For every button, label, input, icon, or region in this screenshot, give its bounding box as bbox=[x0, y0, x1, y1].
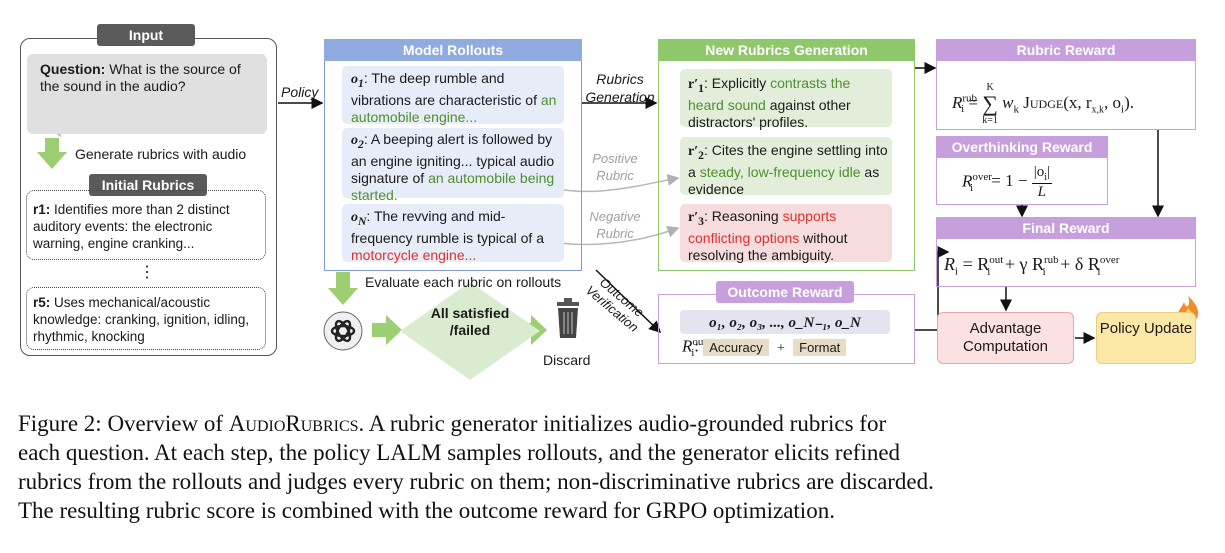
rubric-r5-text: r5: Uses mechanical/acoustic knowledge: … bbox=[33, 295, 250, 344]
outcome-formula: Rout.i: Accuracy + Format bbox=[682, 336, 847, 359]
new-rubrics-header: New Rubrics Generation bbox=[658, 39, 915, 61]
discard-label: Discard bbox=[543, 352, 591, 368]
format-tag: Format bbox=[793, 338, 847, 356]
trash-icon bbox=[557, 298, 579, 338]
negative-rubric-label: Negative Rubric bbox=[589, 209, 641, 241]
outcome-header: Outcome Reward bbox=[716, 281, 854, 303]
caption-line-3: rubrics from the rollouts and judges eve… bbox=[18, 469, 934, 494]
rubric-reward-formula: Rrubi = K ∑ k=1 wk Judge(x, rx,k, oi). bbox=[952, 82, 1135, 126]
accuracy-tag: Accuracy bbox=[703, 338, 769, 356]
caption-line-2: each question. At each step, the policy … bbox=[18, 440, 901, 465]
policy-update-box bbox=[1096, 312, 1196, 364]
outcome-verification-arrow bbox=[595, 269, 662, 334]
new-rubric-r2-text: r′2: Cites the engine settling into a st… bbox=[688, 142, 888, 197]
rubric-r1-text: r1: Identifies more than 2 distinct audi… bbox=[33, 202, 230, 251]
policy-label: Policy bbox=[281, 84, 319, 100]
rollout-o2-text: o2: A beeping alert is followed by an en… bbox=[351, 131, 555, 203]
outcome-to-final-arrow bbox=[914, 246, 950, 331]
rollout-oN-text: oN: The revving and mid-frequency rumble… bbox=[351, 208, 544, 263]
question-box bbox=[27, 54, 267, 134]
figure-caption: Figure 2: Overview of AudioRubrics. A ru… bbox=[18, 409, 1213, 525]
rubric-reward-header: Rubric Reward bbox=[936, 39, 1196, 61]
decision-diamond bbox=[400, 282, 540, 380]
caption-line-1: Figure 2: Overview of AudioRubrics. A ru… bbox=[18, 411, 887, 436]
rollout-o1-text: o1: The deep rumble and vibrations are c… bbox=[351, 70, 557, 125]
outcome-seq-text: o₁, o₂, o₃, ..., o_N₋₁, o_N bbox=[709, 315, 861, 331]
generate-rubrics-label: Generate rubrics with audio bbox=[75, 146, 247, 162]
llm-judge-logo bbox=[323, 311, 363, 351]
generate-down-arrow bbox=[37, 138, 67, 169]
decision-text: All satisfied /failed bbox=[430, 305, 510, 338]
input-header: Input bbox=[97, 24, 195, 46]
to-decision-arrow bbox=[372, 315, 402, 345]
caption-line-4: The resulting rubric score is combined w… bbox=[18, 498, 835, 523]
rubric-r1-box bbox=[26, 190, 266, 260]
rollouts-header: Model Rollouts bbox=[324, 39, 582, 61]
final-reward-header: Final Reward bbox=[936, 217, 1196, 239]
final-reward-formula: Ri = Routi + γ Rrubi + δ Roveri bbox=[944, 254, 1120, 278]
question-text: Question: What is the source of the soun… bbox=[40, 61, 241, 94]
new-rubric-r1-box bbox=[680, 69, 892, 127]
advantage-computation-label: Advantage Computation bbox=[962, 320, 1049, 355]
evaluate-down-arrow bbox=[328, 272, 358, 305]
new-rubric-r3-box bbox=[680, 204, 892, 262]
rollout-o2-box bbox=[342, 128, 564, 198]
overthinking-header: Overthinking Reward bbox=[936, 136, 1108, 158]
ellipsis-dots: ⋮ bbox=[139, 264, 155, 281]
positive-rubric-label: Positive Rubric bbox=[592, 151, 638, 183]
rollout-o1-box bbox=[342, 66, 564, 124]
rollout-oN-box bbox=[342, 204, 564, 262]
rubric-r5-box bbox=[26, 287, 266, 350]
new-rubric-r2-box bbox=[680, 137, 892, 195]
overthinking-formula: Roveri = 1 − |oi| L bbox=[962, 164, 1052, 200]
evaluate-label: Evaluate each rubric on rollouts bbox=[365, 274, 562, 290]
new-rubric-r3-text: r′3: Reasoning supports conflicting opti… bbox=[688, 208, 848, 263]
outcome-seq-box bbox=[680, 310, 890, 334]
new-rubric-r1-text: r′1: Explicitly contrasts the heard soun… bbox=[688, 75, 851, 130]
rubrics-generation-label: Rubrics Generation bbox=[585, 71, 655, 105]
policy-update-label: Policy Update bbox=[1099, 320, 1193, 337]
advantage-computation-box bbox=[937, 312, 1074, 364]
